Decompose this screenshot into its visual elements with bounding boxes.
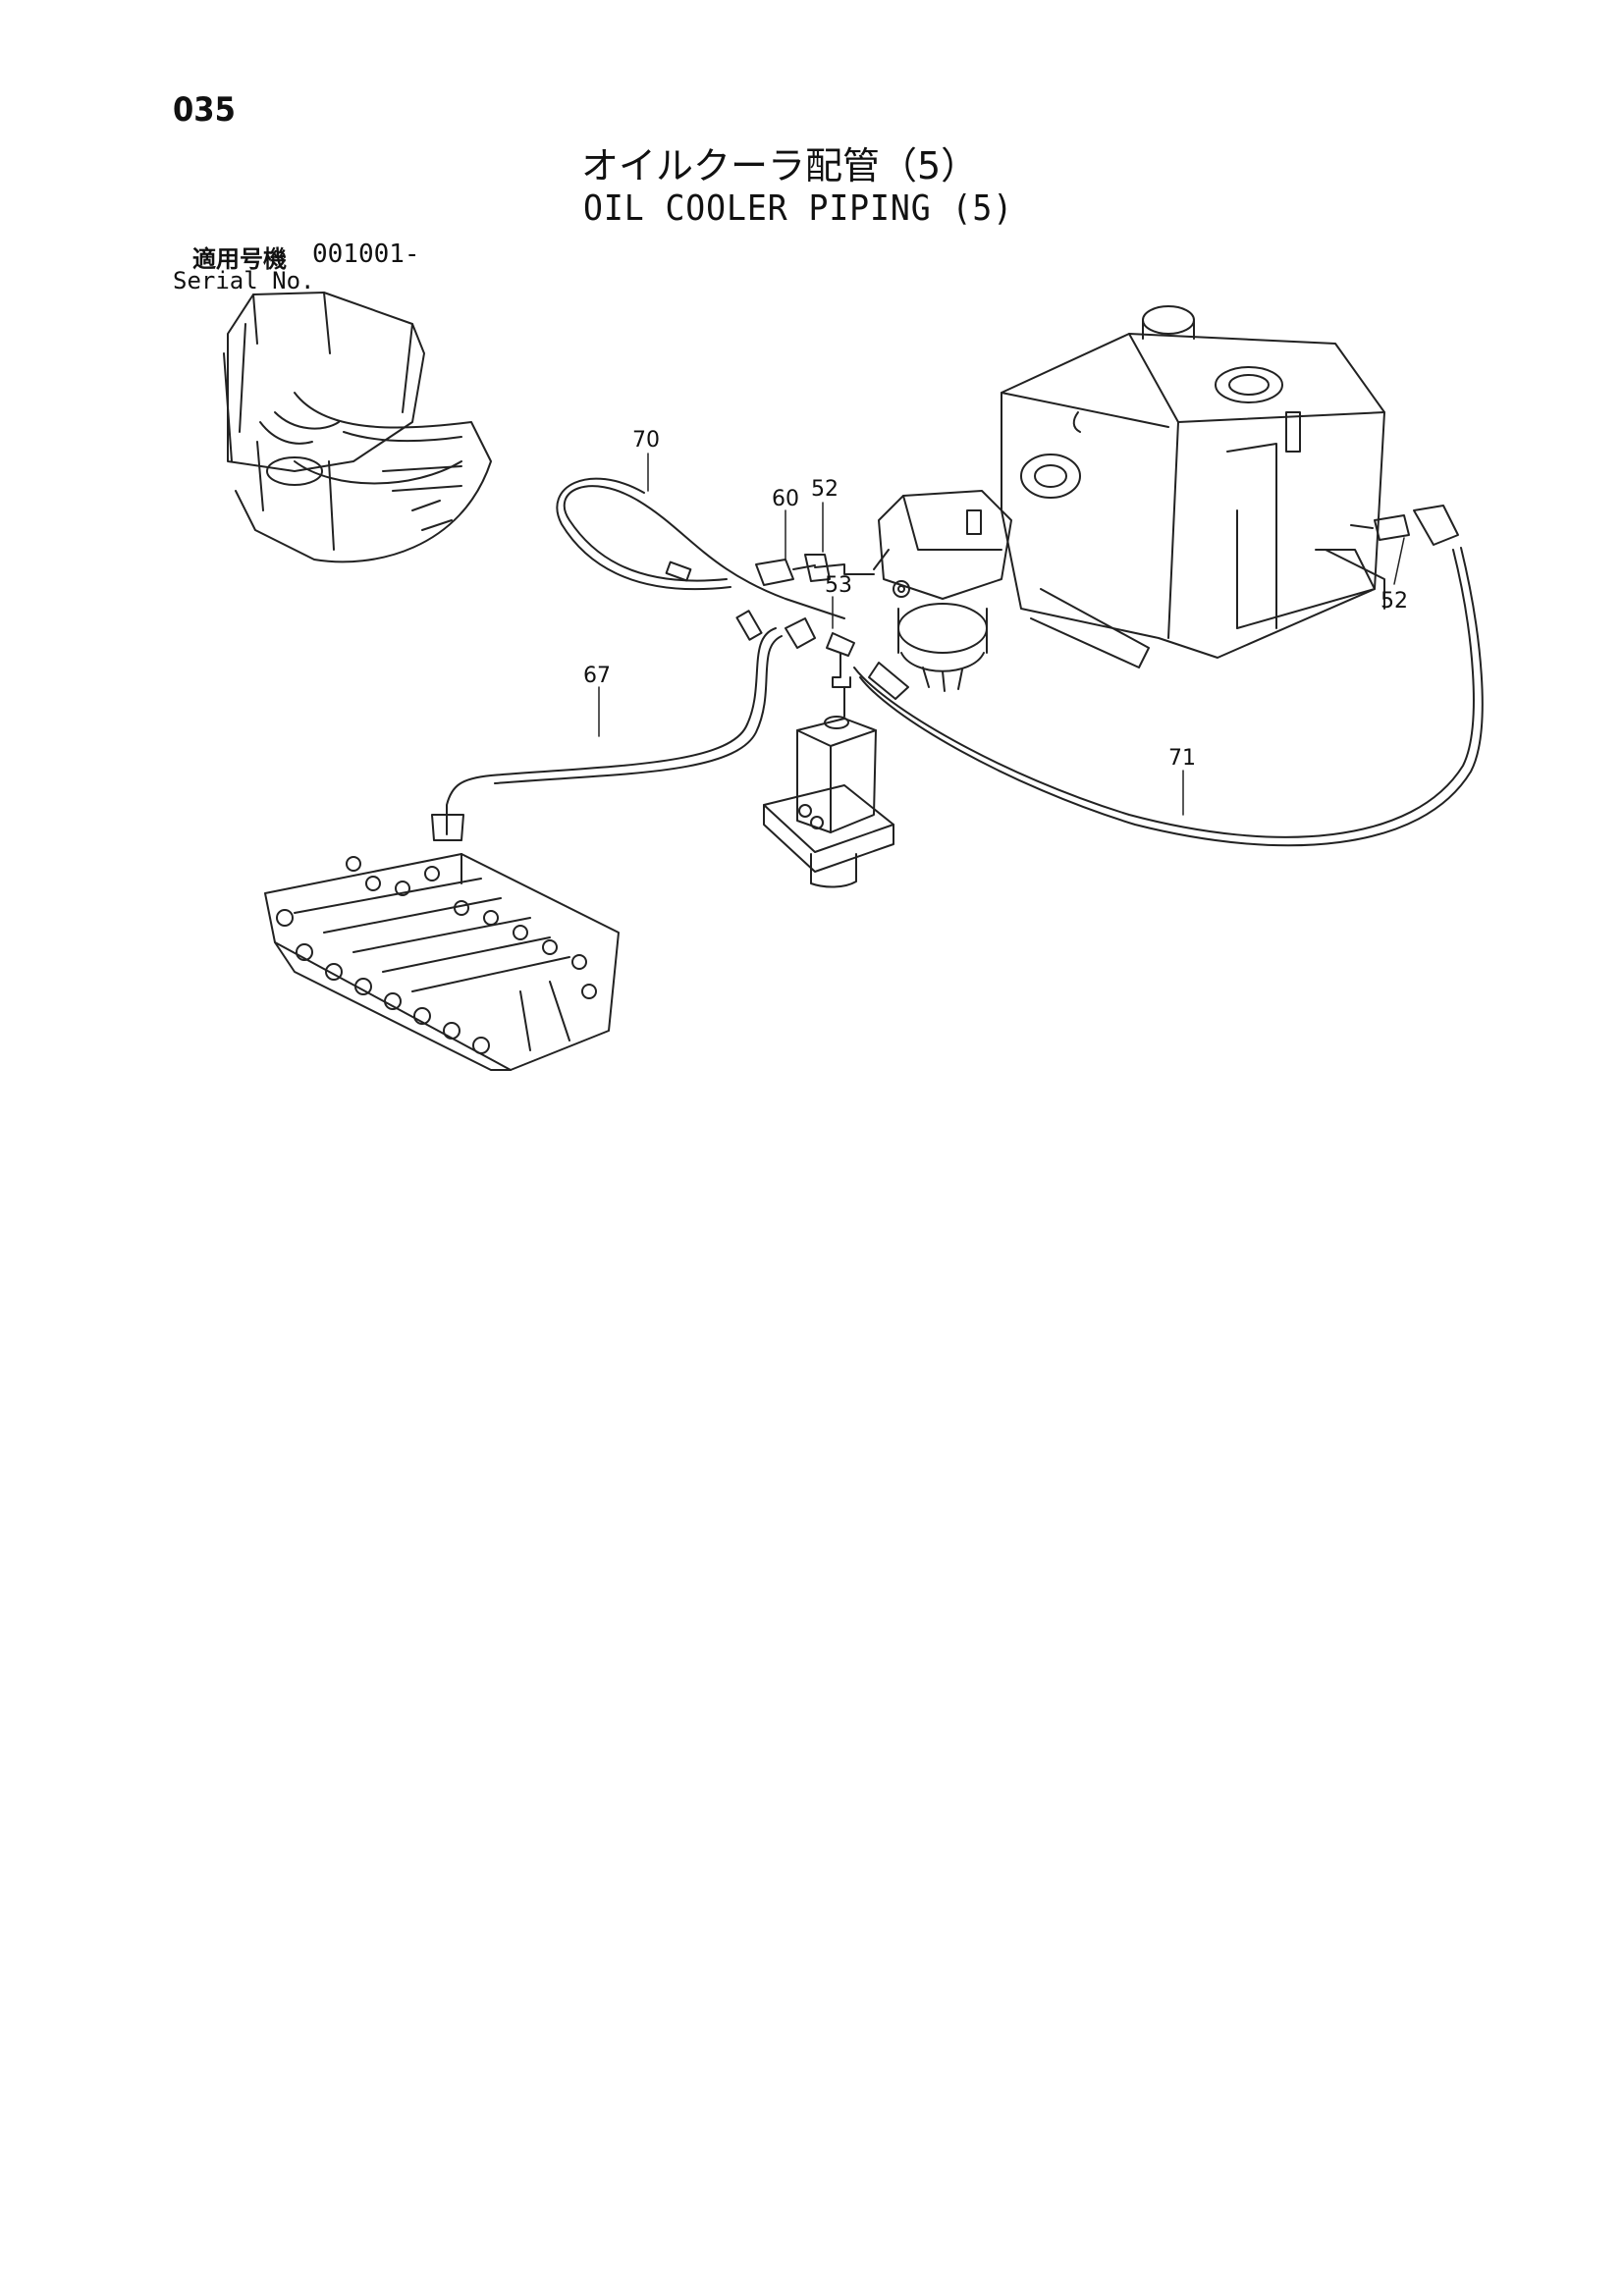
callout-52-upper: 52	[811, 477, 839, 502]
excavator-thumbnail-illustration	[223, 292, 492, 563]
hose-70-illustration	[556, 477, 845, 619]
swing-motor-illustration	[873, 490, 1012, 692]
hose-71-illustration	[853, 505, 1484, 847]
serial-label-english: Serial No.	[173, 267, 315, 294]
hose-67-illustration	[431, 610, 783, 841]
page-title-japanese: オイルクーラ配管（5）	[581, 144, 979, 187]
callout-71: 71	[1168, 746, 1196, 771]
hydraulic-tank-illustration	[1001, 305, 1385, 668]
callout-leaders	[598, 453, 1405, 816]
control-valve-illustration	[264, 853, 620, 1071]
callout-52-right: 52	[1380, 589, 1408, 614]
fittings-illustration	[755, 554, 875, 718]
serial-range: 001001-	[312, 240, 420, 269]
callout-70: 70	[632, 428, 660, 453]
callout-60: 60	[772, 487, 799, 511]
page-number: 035	[173, 90, 236, 130]
center-joint-illustration	[763, 716, 894, 888]
callout-53: 53	[825, 573, 852, 598]
callout-67: 67	[583, 664, 611, 688]
serial-label-japanese: 適用号機	[192, 245, 287, 273]
page-title-english: OIL COOLER PIPING (5)	[583, 188, 1014, 229]
